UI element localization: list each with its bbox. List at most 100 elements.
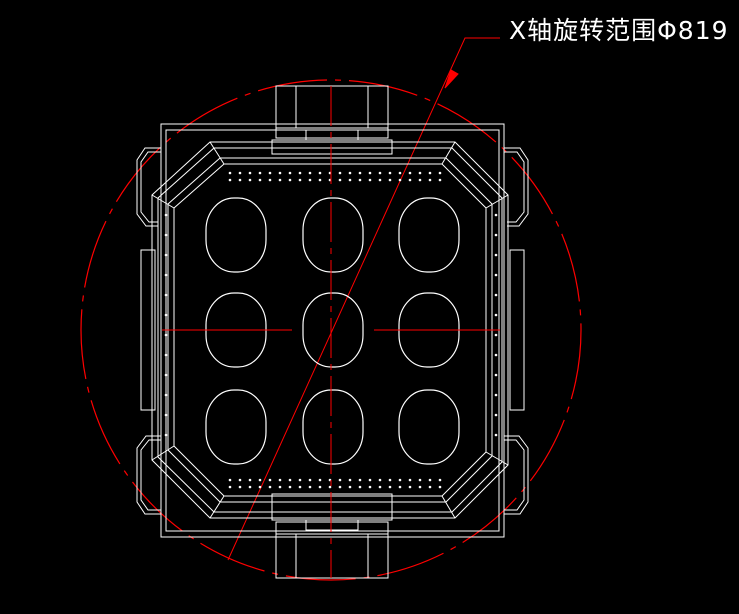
fastener-dot — [164, 333, 168, 337]
fastener-dot — [164, 433, 168, 437]
fastener-dot — [248, 485, 252, 489]
fastener-dot — [408, 178, 412, 182]
fastener-dot — [494, 433, 498, 437]
fastener-dot — [238, 485, 242, 489]
fastener-dot — [278, 478, 282, 482]
fastener-dot — [418, 485, 422, 489]
fastener-dot — [308, 478, 312, 482]
fastener-dot — [348, 485, 352, 489]
fastener-dot — [288, 478, 292, 482]
fastener-dot — [164, 233, 168, 237]
top-motor-block — [271, 85, 393, 155]
fastener-dot — [288, 171, 292, 175]
fastener-dot — [318, 178, 322, 182]
fastener-dot — [248, 178, 252, 182]
fastener-dot — [278, 171, 282, 175]
fastener-dot — [438, 178, 442, 182]
fastener-dot — [494, 293, 498, 297]
fastener-dot — [258, 485, 262, 489]
fastener-dot — [318, 171, 322, 175]
fastener-dot — [238, 478, 242, 482]
oval-opening — [302, 197, 364, 273]
fastener-dot — [428, 478, 432, 482]
fastener-dot — [298, 178, 302, 182]
fastener-dot — [388, 478, 392, 482]
oval-opening — [302, 292, 364, 368]
fastener-dot — [418, 178, 422, 182]
fastener-dot — [428, 178, 432, 182]
fastener-dot — [358, 478, 362, 482]
fastener-dot — [494, 393, 498, 397]
fastener-dot — [398, 171, 402, 175]
fastener-dot — [368, 485, 372, 489]
fastener-dot — [368, 178, 372, 182]
fastener-dot — [378, 485, 382, 489]
fastener-dot — [228, 178, 232, 182]
fastener-dot — [494, 333, 498, 337]
fastener-dot — [164, 293, 168, 297]
fastener-dot — [238, 178, 242, 182]
oval-opening — [205, 389, 267, 465]
fastener-dot — [258, 178, 262, 182]
fastener-dot — [288, 178, 292, 182]
fastener-dot — [418, 478, 422, 482]
fastener-dot — [438, 485, 442, 489]
fastener-dot — [338, 178, 342, 182]
fastener-dot — [388, 178, 392, 182]
fastener-dot — [428, 485, 432, 489]
fastener-dot — [494, 313, 498, 317]
fastener-dot — [494, 413, 498, 417]
fastener-dot — [388, 485, 392, 489]
fastener-dot — [338, 171, 342, 175]
fastener-dot — [408, 478, 412, 482]
fastener-dot — [494, 233, 498, 237]
fastener-dot — [358, 178, 362, 182]
fastener-dot — [298, 171, 302, 175]
fastener-dot — [258, 171, 262, 175]
fastener-dot — [268, 171, 272, 175]
fastener-dot — [164, 353, 168, 357]
fastener-dot — [258, 478, 262, 482]
callout-leader — [227, 37, 500, 561]
leader-arrowhead — [444, 69, 459, 89]
fastener-dot — [164, 413, 168, 417]
fastener-dot — [248, 171, 252, 175]
inner-frame — [151, 141, 509, 519]
fastener-dot — [388, 171, 392, 175]
fastener-dot — [494, 353, 498, 357]
rotation-range-circle — [80, 79, 582, 581]
fastener-dot — [164, 393, 168, 397]
fastener-dot — [318, 478, 322, 482]
fastener-dot — [338, 485, 342, 489]
fastener-dot — [408, 171, 412, 175]
fastener-dot — [298, 478, 302, 482]
fastener-dot — [298, 485, 302, 489]
fastener-dot — [438, 171, 442, 175]
fastener-dot — [378, 171, 382, 175]
oval-opening — [398, 197, 460, 273]
fastener-dot — [368, 478, 372, 482]
fastener-dot — [348, 178, 352, 182]
fastener-dot — [358, 171, 362, 175]
fastener-dot — [164, 373, 168, 377]
oval-opening — [205, 197, 267, 273]
fastener-dot — [278, 178, 282, 182]
fastener-dot — [164, 273, 168, 277]
fastener-dot — [338, 478, 342, 482]
fastener-dot — [398, 485, 402, 489]
fastener-dot — [494, 253, 498, 257]
fastener-dot — [358, 485, 362, 489]
fastener-dot — [288, 485, 292, 489]
fastener-dot — [268, 478, 272, 482]
fastener-dot — [408, 485, 412, 489]
fastener-dot — [268, 485, 272, 489]
fastener-dot — [418, 171, 422, 175]
fastener-dot — [494, 373, 498, 377]
fastener-dot — [348, 478, 352, 482]
fastener-dot — [308, 178, 312, 182]
bottom-motor-block — [271, 493, 393, 579]
fastener-dot — [268, 178, 272, 182]
fastener-dot — [228, 171, 232, 175]
centerlines — [162, 86, 500, 578]
